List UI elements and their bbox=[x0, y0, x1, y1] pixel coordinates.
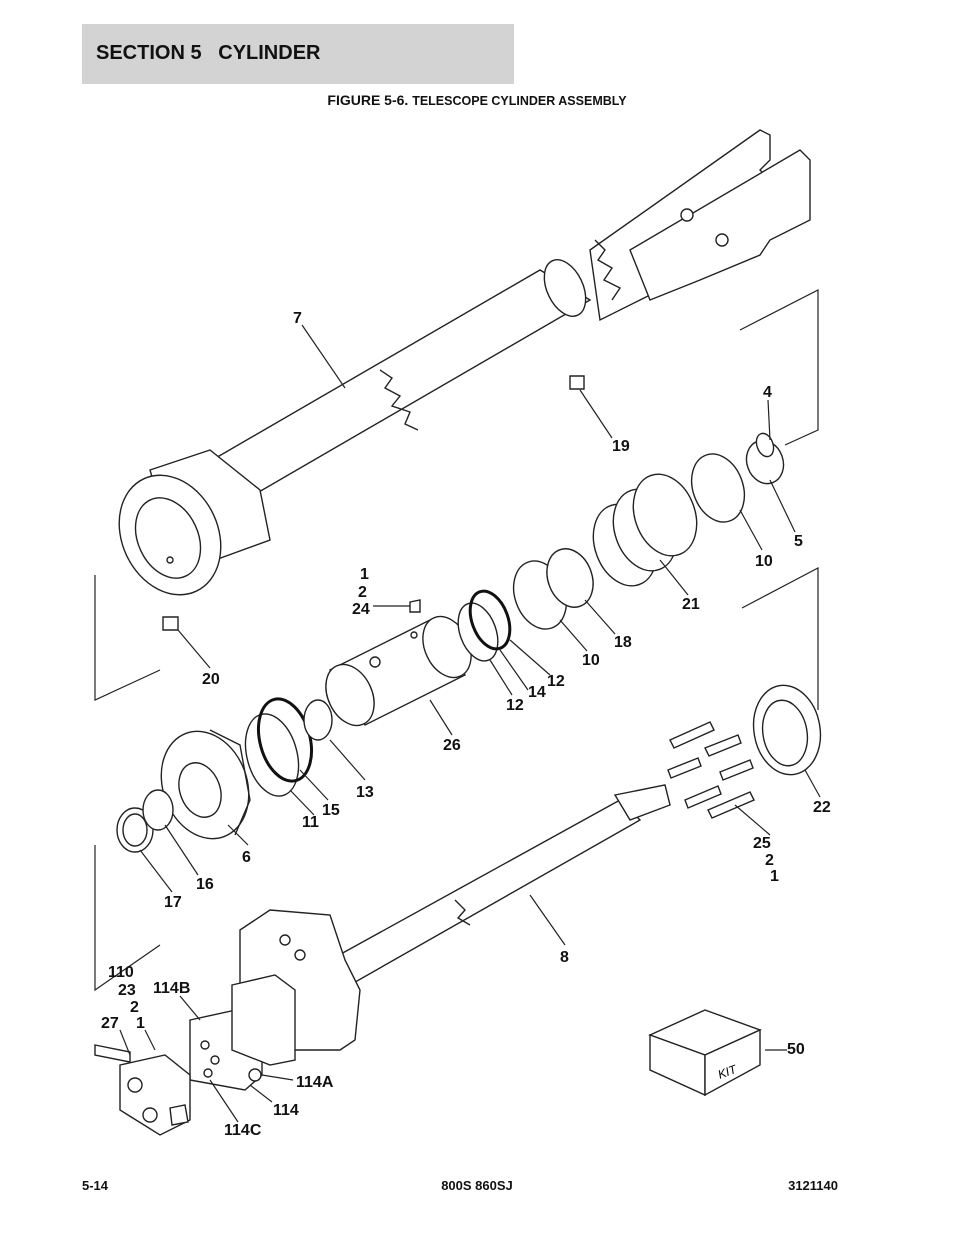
callout-5: 5 bbox=[794, 533, 803, 550]
callout-14: 14 bbox=[528, 684, 546, 701]
callout-18: 18 bbox=[614, 634, 632, 651]
callout-16: 16 bbox=[196, 876, 214, 893]
callout-8: 8 bbox=[560, 949, 569, 966]
callout-10-lower: 10 bbox=[582, 652, 600, 669]
callout-20: 20 bbox=[202, 671, 220, 688]
callout-114: 114 bbox=[273, 1102, 299, 1119]
callout-50: 50 bbox=[787, 1041, 805, 1058]
section-header-bar bbox=[82, 24, 514, 84]
callout-23: 23 bbox=[118, 982, 136, 999]
cylinder-head-6 bbox=[160, 729, 251, 840]
section-heading: SECTION 5 CYLINDER bbox=[96, 42, 320, 65]
callout-15: 15 bbox=[322, 802, 340, 819]
port-block-27 bbox=[94, 1044, 191, 1136]
callout-114B: 114B bbox=[153, 980, 190, 997]
callout-1-left: 1 bbox=[136, 1015, 145, 1032]
callout-2-upper: 2 bbox=[358, 584, 367, 601]
bushing-13 bbox=[303, 699, 333, 741]
callout-114C: 114C bbox=[224, 1122, 262, 1139]
rod-end-clevis bbox=[589, 129, 811, 322]
figure-caption: TELESCOPE CYLINDER ASSEMBLY bbox=[412, 94, 627, 108]
leader-lines bbox=[119, 324, 821, 1123]
callout-17: 17 bbox=[164, 894, 182, 911]
lock-ring-18 bbox=[546, 548, 594, 608]
figure-title: FIGURE 5-6. TELESCOPE CYLINDER ASSEMBLY bbox=[0, 92, 954, 108]
callout-25: 25 bbox=[753, 835, 771, 852]
rod-seal-16 bbox=[142, 789, 174, 831]
callout-10-upper: 10 bbox=[755, 553, 773, 570]
callout-26: 26 bbox=[443, 737, 461, 754]
callout-27: 27 bbox=[101, 1015, 119, 1032]
gasket-22-inner bbox=[761, 699, 809, 767]
piston-rod-shaft bbox=[328, 784, 671, 986]
bleeder-plug-19 bbox=[569, 375, 585, 390]
footer-page-number: 5-14 bbox=[82, 1178, 109, 1193]
valve-block-114 bbox=[189, 974, 296, 1091]
callout-labels: 7 4 19 5 10 21 1 2 24 18 10 12 14 12 20 … bbox=[101, 310, 831, 1139]
callout-12-left: 12 bbox=[506, 697, 524, 714]
callout-4: 4 bbox=[763, 384, 772, 401]
callout-21: 21 bbox=[682, 596, 700, 613]
callout-1-upper: 1 bbox=[360, 566, 369, 583]
section-name: CYLINDER bbox=[218, 42, 321, 64]
figure-number: FIGURE 5-6. bbox=[327, 92, 409, 108]
cylinder-barrel bbox=[118, 259, 592, 596]
assembly-bracket-lines bbox=[94, 289, 819, 992]
kit-box: KIT bbox=[648, 1009, 762, 1097]
wiper-seal-17-inner bbox=[122, 813, 148, 847]
wear-ring-10-b bbox=[690, 453, 746, 523]
callout-1-right: 1 bbox=[770, 868, 779, 885]
capscrews-25 bbox=[667, 721, 755, 819]
bleeder-plug-20 bbox=[162, 616, 179, 631]
seal-14 bbox=[468, 589, 512, 651]
setscrew-4 bbox=[755, 432, 775, 458]
callout-2-right: 2 bbox=[765, 852, 774, 869]
callout-13: 13 bbox=[356, 784, 374, 801]
footer-doc-number: 3121140 bbox=[788, 1178, 838, 1193]
callout-7: 7 bbox=[293, 310, 302, 327]
callout-110: 110 bbox=[108, 964, 134, 981]
piston-21 bbox=[592, 473, 698, 587]
callout-12-right: 12 bbox=[547, 673, 565, 690]
callout-11: 11 bbox=[302, 814, 319, 831]
callout-24: 24 bbox=[352, 601, 370, 618]
callout-22: 22 bbox=[813, 799, 831, 816]
footer-model: 800S 860SJ bbox=[441, 1178, 513, 1193]
spacer-tube-26 bbox=[325, 615, 472, 727]
section-number: SECTION 5 bbox=[96, 42, 202, 64]
kit-box-label: KIT bbox=[716, 1062, 740, 1082]
set-screw-24 bbox=[409, 599, 421, 613]
callout-6: 6 bbox=[242, 849, 251, 866]
callout-2-left: 2 bbox=[130, 999, 139, 1016]
callout-19: 19 bbox=[612, 438, 630, 455]
callout-114A: 114A bbox=[296, 1074, 334, 1091]
